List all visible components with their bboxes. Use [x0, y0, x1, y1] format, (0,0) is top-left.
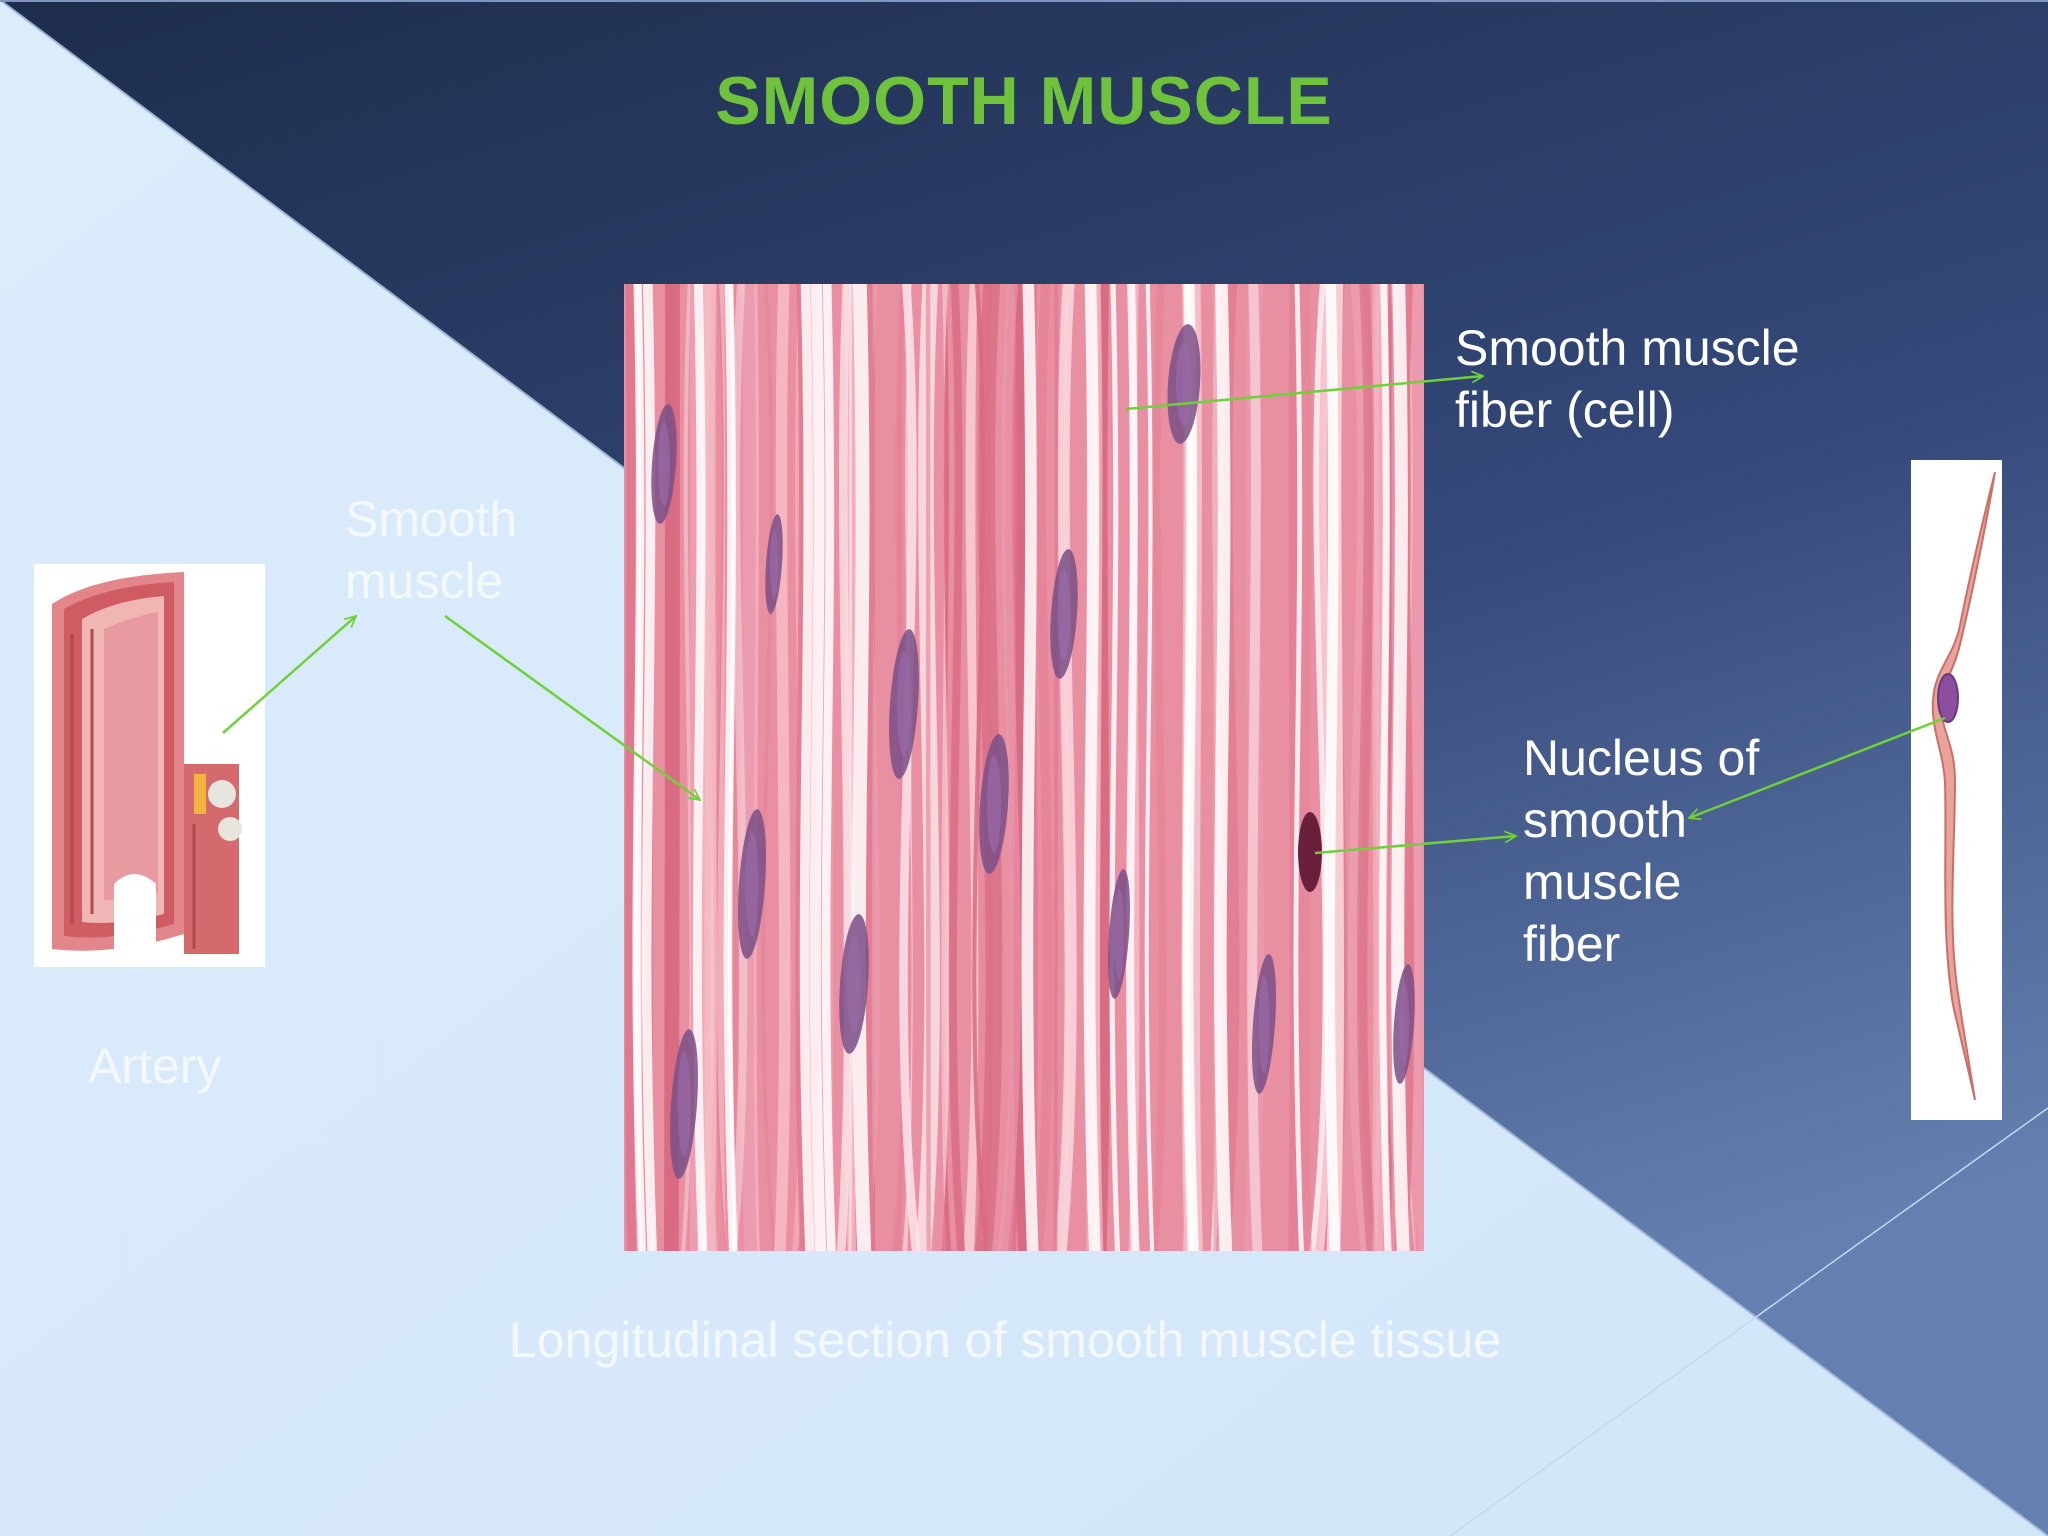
- fiber-streak: [848, 284, 853, 1251]
- fiber-gap: [1324, 284, 1341, 1251]
- fiber-gap: [1379, 284, 1392, 1251]
- label-nucleus-line4: fiber: [1523, 916, 1621, 972]
- label-nucleus: Nucleus of smooth muscle fiber: [1523, 727, 1759, 975]
- fiber-streak: [624, 284, 636, 1251]
- fiber-streak: [1053, 284, 1059, 1251]
- fiber-streak: [700, 284, 718, 1251]
- nucleus-inner: [1114, 888, 1124, 980]
- fiber-gap: [799, 284, 815, 1251]
- fiber-streak: [753, 284, 760, 1251]
- label-smooth-muscle-line1: Smooth: [345, 491, 518, 547]
- fiber-streak: [836, 284, 853, 1251]
- fiber-streak: [1370, 284, 1390, 1251]
- fiber-streak: [1247, 284, 1263, 1251]
- fiber-gap: [809, 284, 827, 1251]
- nucleus-inner: [1399, 982, 1409, 1066]
- nucleus-inner: [847, 935, 861, 1033]
- fiber-gap: [1126, 284, 1140, 1251]
- fiber-gap: [1109, 284, 1121, 1251]
- caption: Longitudinal section of smooth muscle ti…: [508, 1312, 1502, 1368]
- fiber-streak: [997, 284, 1021, 1251]
- label-smooth-muscle-fiber-line2: fiber (cell): [1455, 382, 1675, 438]
- label-nucleus-line1: Nucleus of: [1523, 730, 1760, 786]
- fiber-streak: [948, 284, 966, 1251]
- fiber-gap: [723, 284, 737, 1251]
- fiber-streak: [1150, 284, 1167, 1251]
- fiber-gap: [1184, 284, 1195, 1251]
- label-smooth-muscle: Smooth muscle: [345, 488, 517, 612]
- fiber-streak: [1096, 284, 1110, 1251]
- label-nucleus-line3: muscle: [1523, 854, 1682, 910]
- nucleus-inner: [745, 831, 759, 937]
- label-smooth-muscle-fiber-line1: Smooth muscle: [1455, 320, 1800, 376]
- nucleus-inner: [1258, 975, 1270, 1073]
- nucleus-inner: [1057, 568, 1071, 660]
- fiber-streak: [1372, 284, 1382, 1251]
- fiber-streak: [925, 284, 931, 1251]
- fiber-gap: [1391, 284, 1410, 1251]
- fiber-streak: [1357, 284, 1378, 1251]
- nucleus-inner: [1176, 342, 1192, 426]
- fiber-streak: [1054, 284, 1077, 1251]
- isolated-smooth-muscle-cell: [1911, 460, 2002, 1120]
- fiber-streak: [739, 284, 760, 1251]
- nucleus-inner: [677, 1051, 691, 1157]
- fiber-streak: [1033, 284, 1053, 1251]
- fiber-gap: [1083, 284, 1101, 1251]
- fiber-gap: [851, 284, 872, 1251]
- fiber-streak: [1288, 284, 1301, 1251]
- slide-title: SMOOTH MUSCLE: [715, 63, 1333, 139]
- fiber-streak: [774, 284, 791, 1251]
- label-smooth-muscle-fiber: Smooth muscle fiber (cell): [1455, 317, 1800, 441]
- fiber-streak: [761, 284, 777, 1251]
- fiber-gap: [1214, 284, 1233, 1251]
- fiber-streak: [1309, 284, 1329, 1251]
- artery-illustration: [34, 564, 265, 967]
- fiber-streak: [1348, 284, 1373, 1251]
- nucleus-inner: [658, 422, 670, 506]
- label-nucleus-line2: smooth: [1523, 792, 1687, 848]
- smooth-muscle-micrograph: [624, 284, 1424, 1251]
- fiber-streak: [1294, 284, 1312, 1251]
- fiber-gap: [692, 284, 708, 1251]
- fiber-gap: [1293, 284, 1304, 1251]
- fiber-streak: [728, 284, 748, 1251]
- fiber-gap: [821, 284, 836, 1251]
- nucleus-inner: [897, 651, 911, 757]
- fiber-streak: [1401, 284, 1424, 1251]
- label-artery: Artery: [88, 1038, 222, 1094]
- nucleus-inner: [770, 529, 778, 599]
- fiber-gap: [641, 284, 657, 1251]
- label-smooth-muscle-line2: muscle: [345, 553, 504, 609]
- highlighted-nucleus: [1298, 812, 1322, 892]
- nucleus-inner: [987, 755, 1001, 853]
- fiber-gap: [1144, 284, 1155, 1251]
- fiber-gap: [1021, 284, 1039, 1251]
